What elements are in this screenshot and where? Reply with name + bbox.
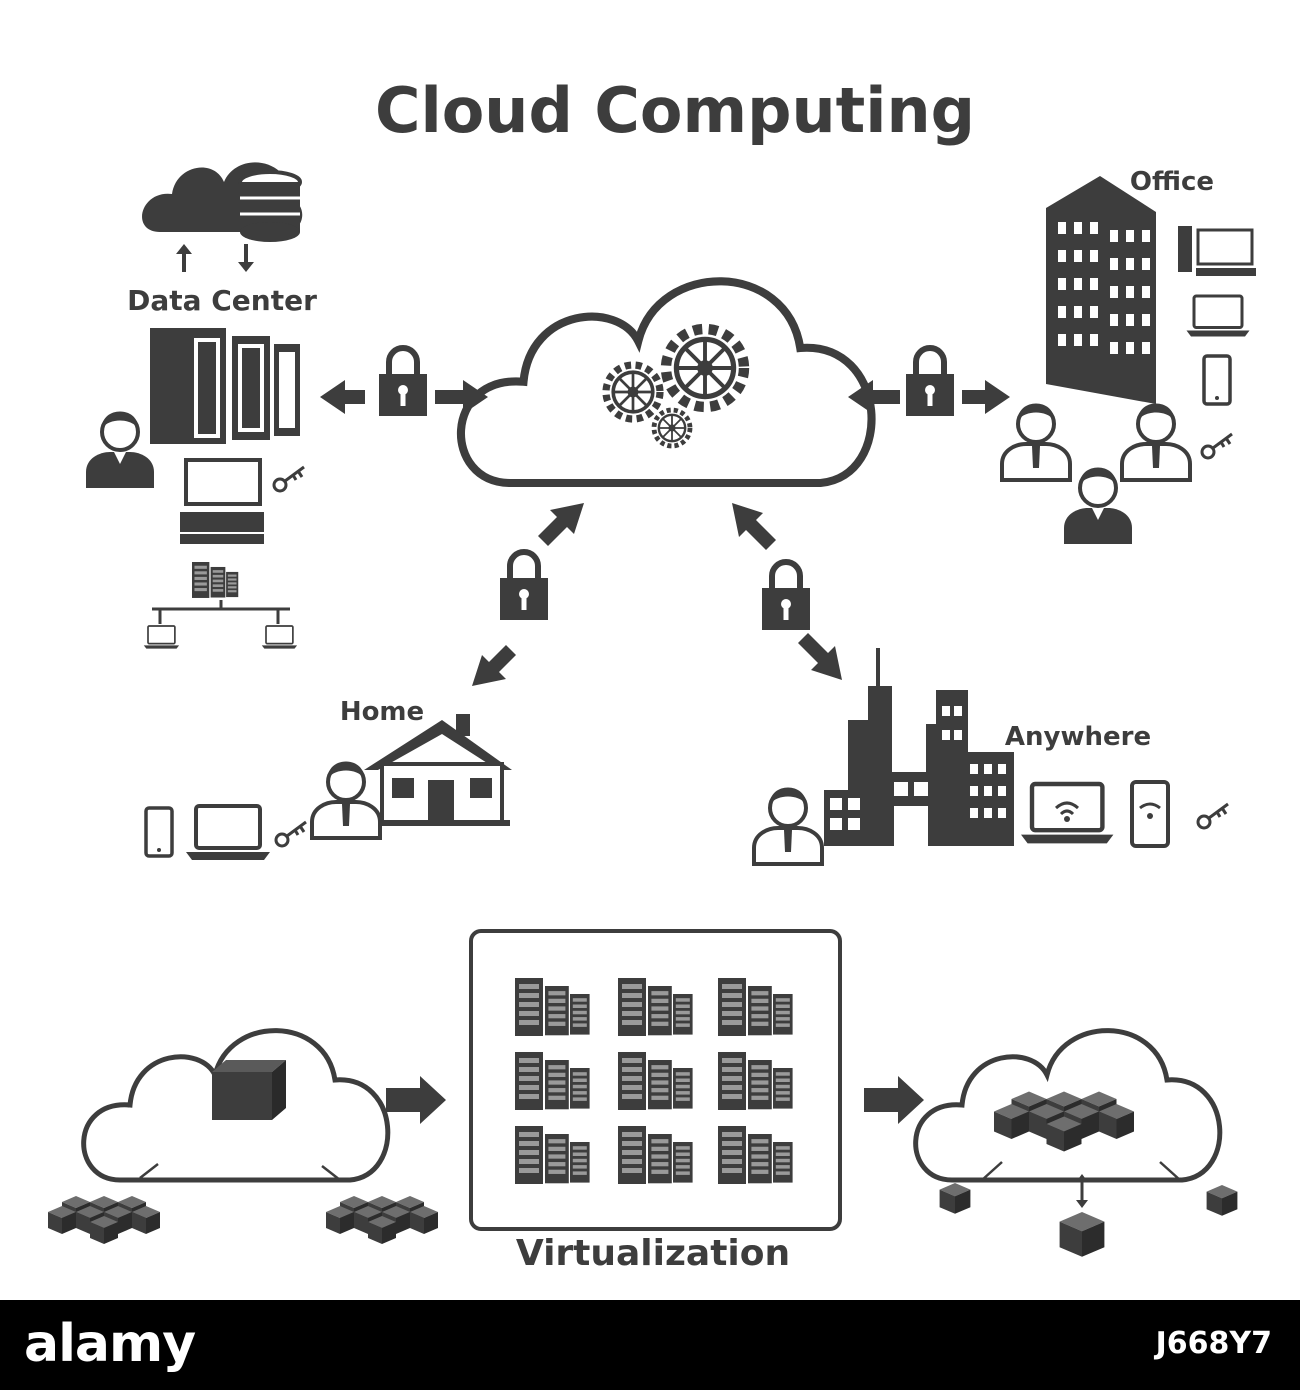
lock-icon-datacenter xyxy=(379,348,427,416)
office-key-icon xyxy=(1200,432,1234,460)
anywhere-user-avatar xyxy=(752,785,824,866)
arrow-to-virtualization xyxy=(386,1076,446,1124)
link-cloud-anywhere xyxy=(732,503,842,680)
data-center-admin-avatar xyxy=(84,409,156,490)
home-phone-icon xyxy=(144,806,174,858)
page-title: Cloud Computing xyxy=(375,74,975,147)
lock-icon-anywhere xyxy=(762,562,810,630)
office-user-avatar-2 xyxy=(1120,401,1192,482)
city-skyline-icon xyxy=(824,648,1014,846)
central-cloud xyxy=(461,281,872,483)
house-icon xyxy=(364,714,512,826)
source-bidirectional-arrows xyxy=(139,1163,341,1181)
stock-footer-bar: alamy J668Y7 xyxy=(0,1300,1300,1390)
server-racks-icon xyxy=(150,328,300,444)
brand-logo: alamy xyxy=(24,1314,196,1374)
link-cloud-office xyxy=(848,380,1010,414)
image-code: J668Y7 xyxy=(1155,1326,1272,1361)
network-topology-icon xyxy=(142,562,298,650)
office-user-avatar-1 xyxy=(1000,401,1072,482)
lock-icon-office xyxy=(906,348,954,416)
data-center-cloud-db-icon xyxy=(142,162,303,242)
virtualized-server-grid xyxy=(515,978,793,1184)
arrow-from-virtualization xyxy=(864,1076,924,1124)
wifi-laptop-icon xyxy=(1021,784,1113,843)
office-label: Office xyxy=(1130,167,1214,197)
home-label: Home xyxy=(340,697,424,727)
link-cloud-home xyxy=(472,503,584,686)
link-datacenter-cloud xyxy=(320,380,488,414)
cube-icon-center xyxy=(1059,1212,1105,1257)
cube-cluster-right xyxy=(326,1196,438,1244)
cube-icon-right xyxy=(1206,1185,1238,1216)
cube-cluster-left xyxy=(48,1196,160,1244)
lock-icon-home xyxy=(500,552,548,620)
data-center-label: Data Center xyxy=(127,284,317,317)
home-laptop-icon xyxy=(184,804,272,862)
wifi-phone-icon xyxy=(1130,780,1170,848)
home-user-avatar xyxy=(310,759,382,840)
desktop-computer-icon xyxy=(180,458,264,544)
home-key-icon xyxy=(274,820,308,848)
office-laptop-icon xyxy=(1185,294,1251,338)
office-phone-icon xyxy=(1202,354,1232,406)
anywhere-label: Anywhere xyxy=(1005,722,1151,752)
target-bidirectional-arrows xyxy=(981,1161,1181,1208)
data-center-key-icon xyxy=(272,465,306,493)
virtualization-label: Virtualization xyxy=(516,1233,790,1274)
cube-icon-left xyxy=(939,1183,971,1214)
office-building-icon xyxy=(1046,176,1156,404)
office-desktop-icon xyxy=(1178,226,1256,276)
cloud-computing-diagram: Cloud Computing Data Center xyxy=(0,74,1256,1274)
sync-arrows-icon xyxy=(176,244,254,272)
anywhere-key-icon xyxy=(1196,802,1230,830)
single-cube-icon xyxy=(212,1060,286,1120)
